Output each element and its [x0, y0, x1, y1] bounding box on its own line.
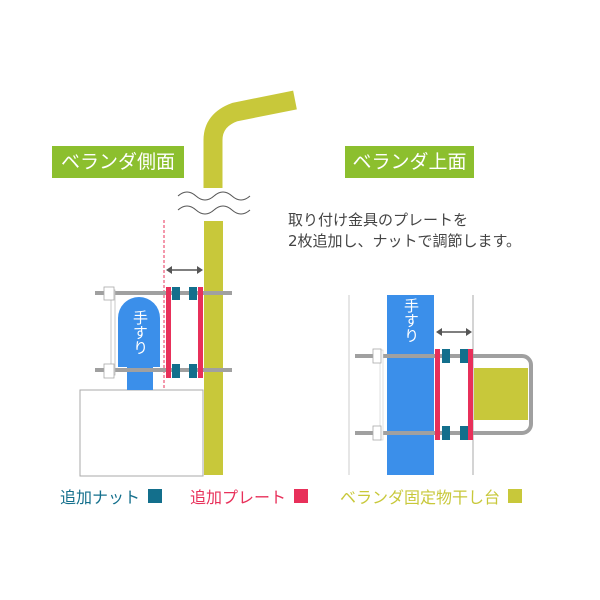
top-view-title: ベランダ上面: [345, 146, 474, 178]
bracket-clamp: [103, 286, 115, 301]
legend-label: ベランダ固定物干し台: [340, 488, 501, 507]
added-nut: [172, 364, 180, 378]
bracket-clamp: [372, 425, 382, 441]
added-nut: [460, 426, 468, 440]
added-plate: [166, 287, 171, 378]
handrail-post: [127, 367, 153, 390]
handrail-side: [118, 297, 160, 367]
gap-arrow: [166, 266, 203, 274]
handrail-label-side: 手すり: [131, 310, 149, 355]
handrail-top: [387, 295, 434, 475]
added-nut: [442, 426, 450, 440]
gap-arrow: [436, 328, 472, 336]
added-plate: [435, 349, 440, 440]
bolt-bar-top: [95, 291, 232, 295]
bolt-bar-top: [355, 354, 474, 358]
pole-lower: [204, 221, 223, 475]
pole-top: [203, 90, 297, 188]
handrail-label-top: 手すり: [402, 298, 420, 343]
bolt-bar-bottom: [95, 368, 232, 372]
note-line-1: 取り付け金具のプレートを: [288, 211, 469, 229]
added-nut: [189, 287, 197, 300]
legend-label: 追加ナット: [60, 488, 141, 507]
side-view-title: ベランダ側面: [52, 146, 184, 178]
drying-rack: [474, 368, 528, 420]
bracket-clamp: [372, 348, 382, 364]
bolt-bar-bottom: [355, 431, 474, 435]
legend-item-plate: 追加プレート: [190, 484, 309, 508]
wall: [79, 389, 204, 477]
added-plate: [468, 349, 473, 440]
bracket: [379, 349, 384, 441]
legend-item-nut: 追加ナット: [60, 484, 163, 508]
rack-frame: [473, 354, 533, 435]
legend-swatch: [294, 489, 309, 503]
bracket-clamp: [103, 363, 115, 379]
legend-swatch: [148, 489, 163, 503]
added-nut: [172, 287, 180, 300]
added-nut: [460, 349, 468, 363]
legend-label: 追加プレート: [190, 488, 287, 507]
added-nut: [189, 364, 197, 378]
legend-swatch: [508, 489, 523, 503]
legend-item-rack: ベランダ固定物干し台: [340, 484, 523, 508]
bracket: [110, 289, 116, 376]
added-nut: [442, 349, 450, 363]
instruction-note: 取り付け金具のプレートを 2枚追加し、ナットで調節します。: [288, 210, 521, 252]
break-wave-2: [177, 205, 251, 215]
note-line-2: 2枚追加し、ナットで調節します。: [288, 232, 522, 250]
break-wave-1: [177, 191, 251, 201]
added-plate: [198, 287, 203, 378]
